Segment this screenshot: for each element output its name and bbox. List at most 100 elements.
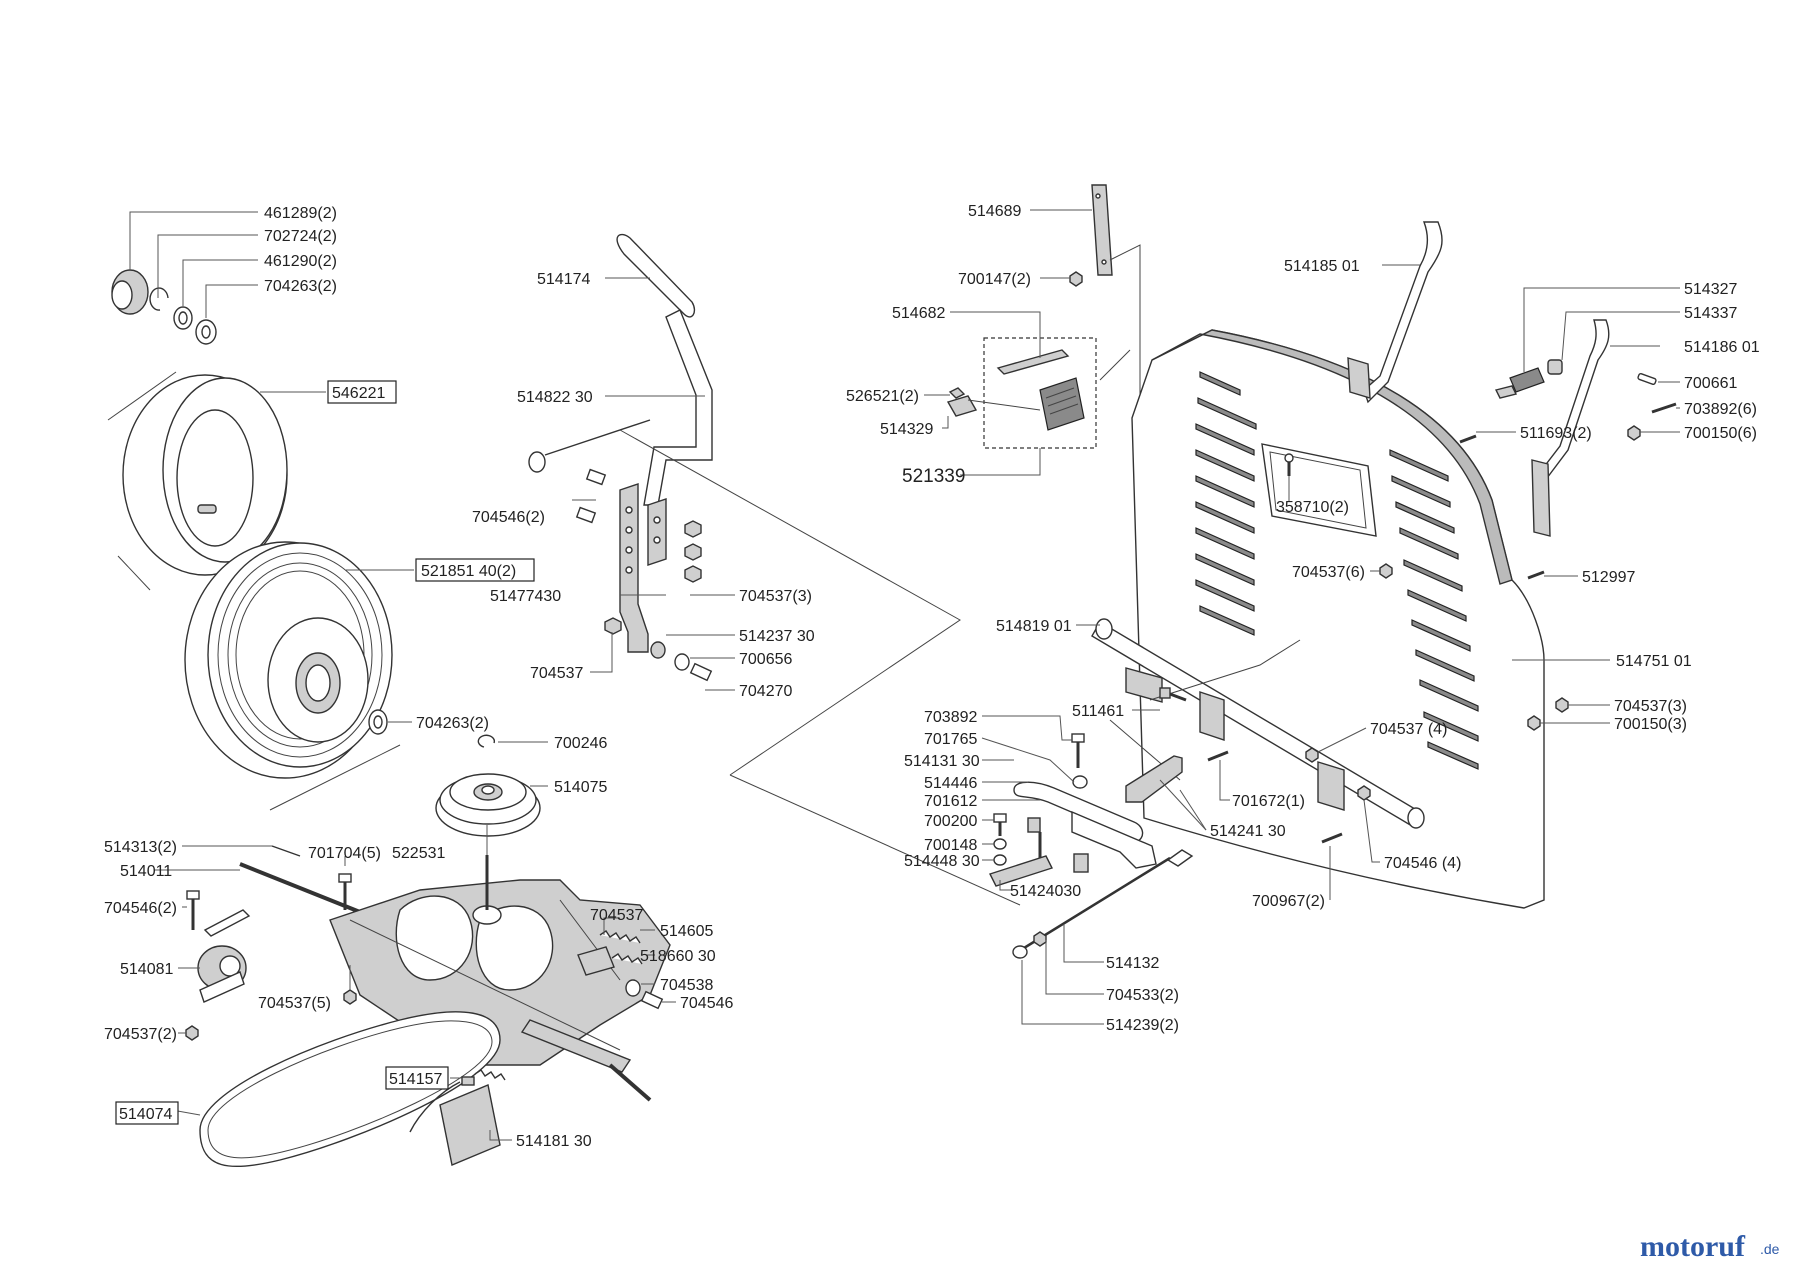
shaft-514011: [154, 862, 361, 914]
label-704546c: 704546: [680, 995, 733, 1012]
label-51418130: 514181 30: [516, 1133, 592, 1150]
part-labels: 461289(2) 702724(2) 461290(2) 704263(2) …: [104, 203, 1760, 1150]
label-51423730: 514237 30: [739, 628, 815, 645]
tyre-546221: [107, 371, 326, 591]
label-700150b: 700150(3): [1614, 716, 1687, 733]
switch-514329: [942, 395, 978, 429]
washer-461290: [173, 306, 193, 330]
clip-702724: [149, 287, 169, 311]
label-704533: 704533(2): [1106, 987, 1179, 1004]
label-514689: 514689: [968, 203, 1021, 220]
bracket-514181: [439, 1084, 512, 1166]
label-704546b: 704546(2): [104, 900, 177, 917]
label-700147: 700147(2): [958, 271, 1031, 288]
lever-514131: [982, 759, 1157, 869]
label-514313: 514313(2): [104, 839, 177, 856]
bracket-514240: [989, 855, 1053, 891]
label-704270: 704270: [739, 683, 792, 700]
nut-700150-3: [1527, 715, 1610, 731]
bushing-514237: [650, 641, 666, 659]
strap-514689: [1030, 184, 1113, 276]
bracket-514185: [1347, 221, 1443, 404]
label-704263b: 704263(2): [416, 715, 489, 732]
plate-slots-left: [1195, 371, 1257, 636]
nut-704537-3: [1555, 697, 1610, 713]
watermark-brand: motoruf: [1640, 1230, 1746, 1263]
pin-514313: [182, 845, 301, 857]
label-703892b: 703892: [924, 709, 977, 726]
label-51444830: 514448 30: [904, 853, 980, 870]
label-514446: 514446: [924, 775, 977, 792]
label-514132: 514132: [1106, 955, 1159, 972]
label-512997: 512997: [1582, 569, 1635, 586]
bolt-701704: [338, 856, 352, 910]
label-461290: 461290(2): [264, 253, 337, 270]
pad-514329: [1039, 377, 1085, 431]
label-51481901: 514819 01: [996, 618, 1072, 635]
bushing-514446b: [1073, 853, 1089, 873]
label-box-546221: [327, 380, 397, 404]
washer-704263: [195, 319, 217, 345]
label-704546a: 704546(2): [472, 509, 545, 526]
label-704537b: 704537: [530, 665, 583, 682]
label-514327: 514327: [1684, 281, 1737, 298]
label-514157: 514157: [389, 1071, 442, 1088]
circlip-700246: [477, 734, 548, 748]
label-box-514157: [385, 1066, 449, 1090]
label-51418601: 514186 01: [1684, 339, 1760, 356]
endpiece-514239: [1021, 960, 1104, 1025]
washer-701765: [981, 737, 1088, 789]
clip-514337: [1547, 311, 1680, 375]
label-461289: 461289(2): [264, 205, 337, 222]
label-700967: 700967(2): [1252, 893, 1325, 910]
label-51424030: 51424030: [1010, 883, 1081, 900]
bolt-704546-right: [640, 990, 676, 1010]
bearing-514081: [178, 909, 251, 1003]
label-701704: 701704(5): [308, 845, 381, 862]
washer-700148: [982, 838, 1007, 850]
label-700200: 700200: [924, 813, 977, 830]
label-700656: 700656: [739, 651, 792, 668]
nut-700147: [1040, 271, 1083, 287]
label-51418501: 514185 01: [1284, 258, 1360, 275]
rod-514132: [1012, 849, 1194, 963]
bolt-704546-left: [182, 890, 200, 930]
pulley-514075: [435, 773, 548, 837]
label-522531: 522531: [392, 845, 445, 862]
label-704537e: 704537(2): [104, 1026, 177, 1043]
label-51482230: 514822 30: [517, 389, 593, 406]
label-546221: 546221: [332, 385, 385, 402]
svg-text:motoruf: motoruf: [1640, 1230, 1746, 1263]
spring-518660: [611, 953, 655, 965]
label-51477430: 51477430: [490, 588, 561, 605]
label-514239: 514239(2): [1106, 1017, 1179, 1034]
label-700148: 700148: [924, 837, 977, 854]
label-box-521851: [415, 558, 535, 582]
belt-514074: [171, 1011, 501, 1168]
nuts-704537: [604, 520, 702, 635]
label-514074: 514074: [119, 1106, 172, 1123]
label-704537d: 704537(5): [258, 995, 331, 1012]
watermark-logo: motoruf .de: [1640, 1230, 1780, 1263]
rod-514822: [528, 419, 651, 473]
label-704263a: 704263(2): [264, 278, 337, 295]
bolt-511693: [1459, 431, 1516, 444]
nut-704537-4: [1305, 727, 1367, 763]
watermark-tld: .de: [1760, 1241, 1780, 1257]
bolt-700967: [1321, 832, 1343, 900]
cable-514157: [409, 1069, 506, 1133]
label-51475101: 514751 01: [1616, 653, 1692, 670]
bracket-51477430: [619, 483, 667, 653]
spacer-514446: [982, 781, 1041, 833]
label-704537f: 704537(6): [1292, 564, 1365, 581]
lever-514174: [616, 233, 713, 506]
label-514081: 514081: [120, 961, 173, 978]
wheel-hardware-group: [111, 211, 258, 345]
label-511461: 511461: [1072, 703, 1124, 720]
label-514011: 514011: [120, 863, 172, 880]
bolt-703892: [982, 715, 1085, 768]
label-511693: 511693(2): [1520, 425, 1592, 442]
nut-704537-6: [1370, 563, 1393, 579]
label-51424130: 514241 30: [1210, 823, 1286, 840]
